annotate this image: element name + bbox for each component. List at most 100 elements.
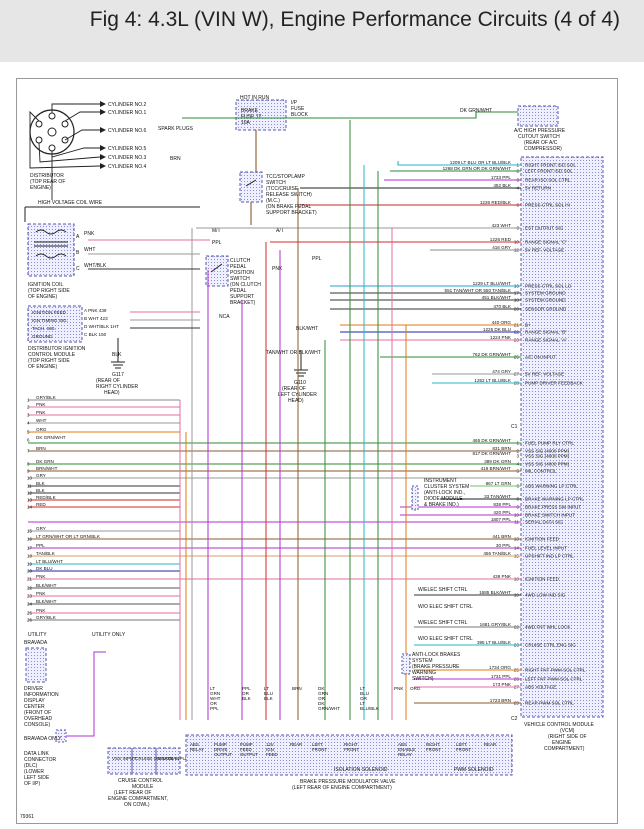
icm-line: IGNITION FEED — [32, 310, 67, 315]
left-wire-label: BRN/WHT — [36, 466, 58, 471]
pwm-label: PWM SOLENOID — [454, 767, 494, 773]
ignition-coil: A B C PNK WHT WHT/BLK IGNITION COIL(TOP … — [27, 223, 107, 300]
left-wire-label: BLK/WHT — [36, 599, 57, 604]
icm-line: IGN TIMING SIG. — [32, 318, 68, 323]
left-wire-number: 20 — [27, 569, 32, 574]
vcm-pin-function: VSS SIG (4000 PPM) — [525, 454, 570, 459]
vcm-wire-label: 1224 PNK — [490, 335, 512, 340]
vcm-wire-label: 30 PPL — [496, 543, 512, 548]
bottom-wire-label: ORG — [410, 686, 421, 691]
left-wire-number: 3 — [27, 413, 30, 418]
vcm-pin-function: FUEL PUMP RLY CTRL — [525, 441, 575, 446]
left-wire-label: BLK/WHT — [36, 583, 57, 588]
left-wire-number: 18 — [27, 554, 32, 559]
vcm-pin-function: RANGE SIGNAL "B" — [525, 330, 567, 335]
vcm-wire-label: 1734 ORG — [489, 665, 511, 670]
distributor: CYLINDER NO.2 CYLINDER NO.1 CYLINDER NO.… — [24, 101, 200, 222]
icm-line: GROUND — [32, 334, 53, 339]
coil-pin: C — [76, 266, 80, 272]
vcm-pin-function: RANGE SIGNAL "A" — [525, 338, 567, 343]
diagram-id: 79361 — [20, 814, 34, 820]
cylinder-label: CYLINDER NO.6 — [108, 128, 147, 134]
header-bar: Fig 4: 4.3L (VIN W), Engine Performance … — [0, 0, 644, 62]
vcm-pin-function: SYSTEM GROUND — [525, 298, 566, 303]
left-wire-label: PNK — [36, 574, 46, 579]
vcm-wire-label: 441 BRN — [492, 534, 511, 539]
mt-label: M/T — [212, 228, 221, 234]
wire-label: PPL — [212, 240, 222, 246]
left-wire-number: 5 — [27, 430, 30, 435]
vcm-pin-function: PUMP DRIVER FEEDBACK — [525, 381, 584, 386]
left-wire-number: 9 — [27, 469, 30, 474]
shift-labels: W/ELEC SHIFT CTRL W/O ELEC SHIFT CTRL W/… — [418, 587, 473, 642]
connector-c2: C2 — [511, 716, 518, 722]
vcm-wire-label: 1733 PPL — [491, 175, 512, 180]
vcm-pin-function: 4WD FNT WHL LOCK — [525, 625, 571, 630]
cylinder-label: CYLINDER NO.1 — [108, 110, 147, 116]
vcm-wire-label: 1262 LT BLU/BLK — [474, 378, 512, 383]
coil-wire: PNK — [84, 231, 95, 237]
cruise-pin: VSS INPUT — [112, 756, 136, 761]
icm-wire: BLK — [112, 352, 122, 358]
left-wire-number: 26 — [27, 618, 32, 623]
vcm-wire-label: 1731 PPL — [491, 674, 512, 679]
vcm-pin-function: 5V REF. VOLTAGE — [525, 248, 564, 253]
bravada-label: BRAVADA — [24, 640, 48, 646]
coil-wire-label: HIGH VOLTAGE COIL WIRE — [38, 200, 103, 206]
left-wire-label: GRY/BLK — [36, 615, 57, 620]
icm-pin: C BLK 150 — [84, 332, 107, 337]
vcm-wire-label: 1723 BRN — [490, 698, 511, 703]
ignition-control-module: IGNITION FEED IGN TIMING SIG. TACH. SIG.… — [27, 305, 139, 396]
left-wire-number: 24 — [27, 602, 32, 607]
at-label: A/T — [276, 228, 284, 234]
left-wire-label: BRN — [36, 446, 46, 451]
vcm-wire-label: 1226 RED/BLK — [480, 200, 512, 205]
left-wire-number: 13 — [27, 498, 32, 503]
vcm-pin-function: 5V RETURN — [525, 186, 551, 191]
left-wire-number: 8 — [27, 462, 30, 467]
left-wire-label: RED/BLK — [36, 495, 57, 500]
vcm-wire-label: 817 DK GRN/WHT — [472, 451, 511, 456]
vcm-pin-function: EST OUTPUT SIG — [525, 226, 564, 231]
left-wire-number: 14 — [27, 505, 32, 510]
vcm-wire-label: 416 GRY — [492, 245, 511, 250]
vcm-wire-label: 1681 GRY/BLK — [480, 622, 512, 627]
cylinder-label: CYLINDER NO.5 — [108, 146, 147, 152]
isolation-label: ISOLATION SOLENOID — [334, 767, 388, 773]
wire-harness-c2 — [28, 442, 521, 704]
left-wire-label: ORG — [36, 427, 47, 432]
vcm-wire-label: 419 BRN/WHT — [481, 466, 512, 471]
left-wire-label: DK GRN — [36, 459, 54, 464]
vcm-pin-function: BRAKE WARNING LP CTRL — [525, 497, 584, 502]
wire-harness — [182, 111, 521, 384]
cruise-pin: CRUISE ON SIGNAL — [135, 756, 179, 761]
vcm-pin-function: BRAKE PRESS SW INPUT — [525, 505, 581, 510]
ebcm-section: REAR — [290, 742, 302, 747]
left-wire-label: BLK — [36, 488, 46, 493]
vcm-wire-label: 1229 LT BLU/WHT — [473, 281, 512, 286]
ebcm-label: BRAKE PRESSURE MODULATOR VALVE(LEFT REAR… — [292, 779, 396, 791]
vcm-pin-function: 5V REF. VOLTAGE — [525, 372, 564, 377]
left-wire-label: PNK — [36, 591, 46, 596]
left-wire-label: PPL — [36, 543, 45, 548]
vcm-pin-function: UPSHIFT IND LP CTRL — [525, 554, 574, 559]
left-wire-number: 12 — [27, 491, 32, 496]
wire-label: BRN — [170, 156, 181, 162]
